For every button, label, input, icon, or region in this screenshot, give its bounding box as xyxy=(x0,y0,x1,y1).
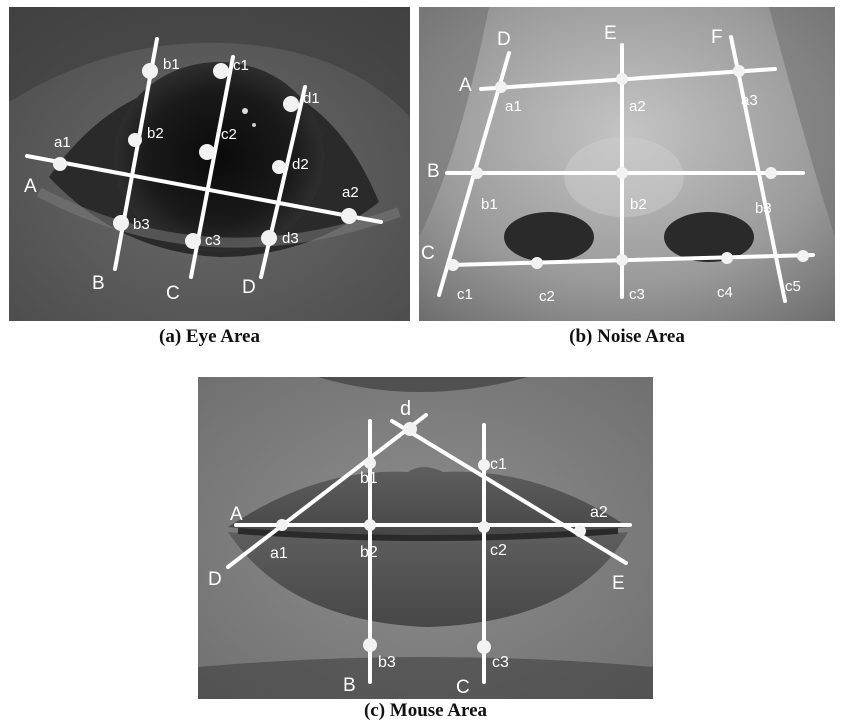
mouth-point-d xyxy=(403,422,417,436)
mouth-label-c2: c2 xyxy=(490,542,507,559)
nose-label-b2: b2 xyxy=(630,196,647,213)
eye-label-c2: c2 xyxy=(221,126,237,143)
eye-point-d3 xyxy=(261,230,277,246)
nose-label-b3: b3 xyxy=(755,200,772,217)
mouth-label-b1: b1 xyxy=(360,470,378,487)
mouth-point-b1 xyxy=(364,457,376,469)
eye-point-c3 xyxy=(185,233,201,249)
eye-reflection xyxy=(242,108,248,114)
mouth-point-b3 xyxy=(363,638,377,652)
eye-point-a2 xyxy=(341,208,357,224)
mouth-point-a2 xyxy=(574,525,586,537)
chin-shadow xyxy=(198,657,653,699)
nose-label-c4: c4 xyxy=(717,284,733,301)
nose-label-c3: c3 xyxy=(629,286,645,303)
nose-point-c1 xyxy=(447,259,459,271)
mouth-area-image: A B C D E d a1 a2 b1 b2 b3 c1 c2 c3 xyxy=(198,377,653,699)
nose-point-c5 xyxy=(797,250,809,262)
mouth-line-label-B: B xyxy=(343,675,356,696)
nose-line-label-E: E xyxy=(604,23,617,44)
nose-label-c5: c5 xyxy=(785,278,801,295)
mouth-label-a1: a1 xyxy=(270,545,288,562)
mouth-line-label-A: A xyxy=(230,504,243,525)
eye-point-a1 xyxy=(53,157,67,171)
nose-line-label-F: F xyxy=(711,27,723,48)
nose-point-a1 xyxy=(495,81,507,93)
mouth-line-label-E: E xyxy=(612,573,625,594)
nose-line-label-A: A xyxy=(459,75,472,96)
nose-label-a1: a1 xyxy=(505,98,522,115)
eye-label-d3: d3 xyxy=(282,230,299,247)
eye-point-b1 xyxy=(142,63,158,79)
nose-point-c3 xyxy=(616,254,628,266)
right-nostril xyxy=(664,212,754,262)
eye-area-image: A B C D a1 a2 b1 b2 b3 c1 c2 c3 d1 d2 d3 xyxy=(9,7,410,321)
eye-label-a2: a2 xyxy=(342,184,359,201)
nose-label-c2: c2 xyxy=(539,288,555,305)
eye-label-b1: b1 xyxy=(163,56,180,73)
eye-line-label-B: B xyxy=(92,273,105,294)
eye-point-c1 xyxy=(213,63,229,79)
mouth-point-c2 xyxy=(478,521,490,533)
eye-label-c3: c3 xyxy=(205,232,221,249)
nose-area-caption: (b) Noise Area xyxy=(419,326,835,348)
nose-point-c2 xyxy=(531,257,543,269)
nose-point-c4 xyxy=(721,252,733,264)
nose-point-b3 xyxy=(765,167,777,179)
eye-line-label-D: D xyxy=(242,277,256,298)
nose-point-b2 xyxy=(616,167,628,179)
mouth-point-c1 xyxy=(478,459,490,471)
nose-label-a2: a2 xyxy=(629,98,646,115)
mouth-point-c3 xyxy=(477,640,491,654)
eye-label-c1: c1 xyxy=(233,57,249,74)
nose-point-a3 xyxy=(733,65,745,77)
eye-point-b2 xyxy=(128,133,142,147)
mouth-label-b2: b2 xyxy=(360,544,378,561)
mouth-label-b3: b3 xyxy=(378,654,396,671)
nose-point-a2 xyxy=(616,73,628,85)
mouth-label-c1: c1 xyxy=(490,456,507,473)
mouth-label-c3: c3 xyxy=(492,654,509,671)
eye-line-label-C: C xyxy=(166,283,180,304)
eye-label-b3: b3 xyxy=(133,216,150,233)
nose-line-label-D: D xyxy=(497,29,511,50)
mouth-line-label-D: D xyxy=(208,569,222,590)
eye-reflection xyxy=(252,123,256,127)
eye-area-caption: (a) Eye Area xyxy=(9,326,410,348)
eye-label-b2: b2 xyxy=(147,125,164,142)
nose-line-label-B: B xyxy=(427,161,440,182)
mouth-label-a2: a2 xyxy=(590,504,608,521)
mouth-point-a1 xyxy=(276,519,288,531)
eye-point-c2 xyxy=(199,144,215,160)
nose-label-a3: a3 xyxy=(741,92,758,109)
eye-point-d1 xyxy=(283,96,299,112)
nose-label-b1: b1 xyxy=(481,196,498,213)
eye-label-d1: d1 xyxy=(303,90,320,107)
eye-point-b3 xyxy=(113,215,129,231)
nose-label-c1: c1 xyxy=(457,286,473,303)
eye-line-label-A: A xyxy=(24,176,37,197)
nose-line-label-C: C xyxy=(421,243,435,264)
mouth-line-label-C: C xyxy=(456,677,470,698)
nose-area-image: A B C D E F a1 a2 a3 b1 b2 b3 c1 c2 c3 c… xyxy=(419,7,835,321)
mouth-area-caption: (c) Mouse Area xyxy=(198,700,653,722)
eye-point-d2 xyxy=(272,160,286,174)
nose-point-b1 xyxy=(471,167,483,179)
eye-label-d2: d2 xyxy=(292,156,309,173)
mouth-point-b2 xyxy=(364,519,376,531)
mouth-label-d: d xyxy=(400,398,411,420)
left-nostril xyxy=(504,212,594,262)
eye-label-a1: a1 xyxy=(54,134,71,151)
